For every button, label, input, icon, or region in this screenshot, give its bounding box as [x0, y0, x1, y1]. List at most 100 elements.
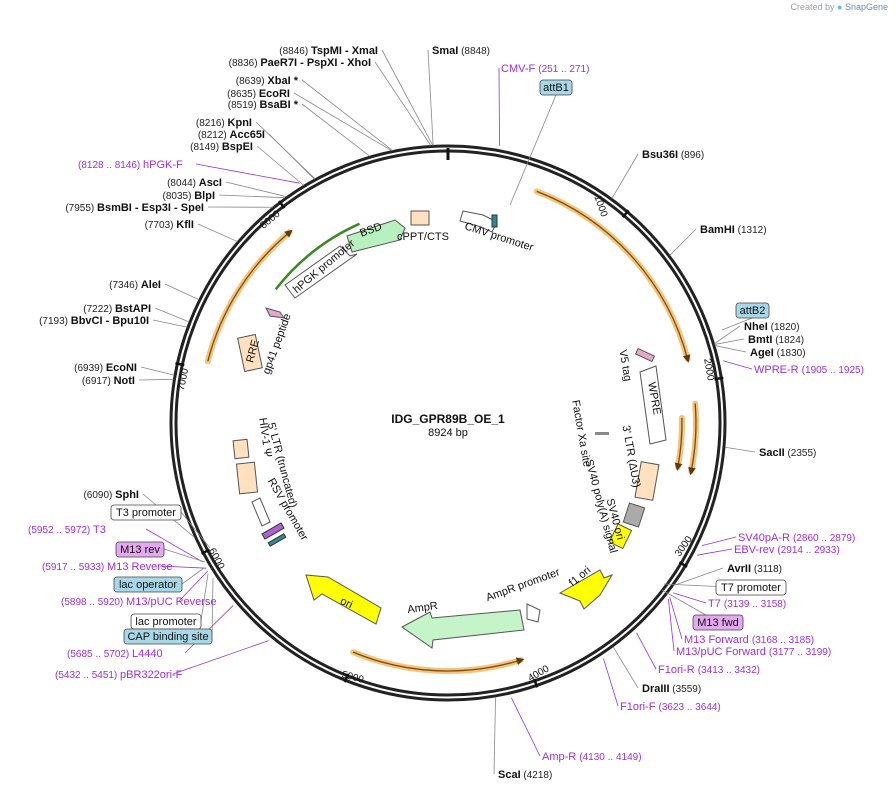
enzyme-label: (8149) BspEI	[190, 141, 253, 153]
enzyme-site[interactable]: BmtI (1824)	[748, 334, 804, 346]
factor-xa-site-feature	[595, 432, 609, 435]
boxed-label[interactable]: M13 fwd	[692, 614, 744, 631]
enzyme-position: (8639)	[236, 76, 268, 87]
enzyme-site[interactable]: (7193) BbvCI - Bpu10I	[39, 315, 149, 327]
enzyme-name: BsmBI	[97, 202, 132, 214]
primer[interactable]: SV40pA-R (2860 .. 2879)	[738, 532, 855, 544]
enzyme-site[interactable]: (6090) SphI	[83, 489, 139, 501]
boxed-label-text: lac operator	[119, 579, 177, 591]
enzyme-site[interactable]: DraIII (3559)	[642, 683, 701, 695]
primer[interactable]: F1ori-R (3413 .. 3432)	[658, 664, 760, 676]
primer-leader	[178, 570, 209, 602]
enzyme-site[interactable]: (8035) BlpI	[163, 190, 215, 202]
primer-leader	[603, 658, 619, 707]
boxed-label-text: attB2	[740, 305, 766, 317]
boxed-label[interactable]: M13 rev	[115, 541, 165, 558]
primer[interactable]: (5917 .. 5933) M13 Reverse	[42, 561, 172, 573]
primer[interactable]: T7 (3139 .. 3158)	[708, 598, 786, 610]
enzyme-site[interactable]: AgeI (1830)	[750, 347, 806, 359]
enzyme-position: (8044)	[167, 178, 199, 189]
enzyme-label: (6939) EcoNI	[74, 362, 137, 374]
enzyme-site[interactable]: NheI (1820)	[744, 321, 800, 333]
enzyme-site[interactable]: (7222) BstAPI	[83, 303, 151, 315]
enzyme-site[interactable]: (7955) BsmBI - Esp3I - SpeI	[65, 202, 204, 214]
snapgene-credit: Created by ● SnapGene	[790, 2, 888, 12]
primer[interactable]: (5432 .. 5451) pBR322ori-F	[55, 669, 183, 681]
primer[interactable]: CMV-F (251 .. 271)	[501, 63, 589, 75]
box-leader	[721, 317, 753, 331]
enzyme-label: Bsu36I (896)	[642, 149, 704, 161]
boxed-label[interactable]: CAP binding site	[123, 628, 213, 645]
enzyme-site[interactable]: (7703) KflI	[145, 219, 194, 231]
enzyme-position: (7193)	[39, 316, 71, 327]
attb1-site	[491, 214, 498, 228]
enzyme-name: - XmaI	[342, 45, 378, 57]
enzyme-site[interactable]: (6917) NotI	[82, 375, 135, 387]
enzyme-name: PaeR7I	[260, 57, 297, 69]
enzyme-position: (6090)	[83, 490, 115, 501]
boxed-label[interactable]: lac operator	[113, 576, 183, 593]
tick-mark	[278, 200, 286, 209]
enzyme-position: (8216)	[196, 118, 228, 129]
enzyme-site[interactable]: (8216) KpnI	[196, 117, 252, 129]
sv40-ori-feature	[608, 523, 633, 550]
primer-name: M13/pUC Reverse	[126, 596, 216, 608]
primer[interactable]: M13/pUC Forward (3177 .. 3199)	[676, 646, 831, 658]
enzyme-site[interactable]: ScaI (4218)	[498, 769, 552, 781]
enzyme-label: SacII (2355)	[759, 447, 816, 459]
boxed-label[interactable]: attB1	[539, 79, 573, 96]
enzyme-name: SphI	[115, 489, 139, 501]
primer-range: (5917 .. 5933)	[42, 562, 107, 573]
primer[interactable]: F1ori-F (3623 .. 3644)	[620, 701, 721, 713]
primer-name: Amp-R	[542, 751, 579, 763]
primer[interactable]: M13 Forward (3168 .. 3185)	[684, 634, 814, 646]
tick-label: 2000	[701, 358, 716, 382]
enzyme-site[interactable]: (7346) AleI	[109, 279, 161, 291]
feature-label: cPPT/CTS	[397, 231, 449, 243]
primer[interactable]: WPRE-R (1905 .. 1925)	[754, 364, 864, 376]
enzyme-name: AleI	[141, 279, 161, 291]
enzyme-site[interactable]: (8149) BspEI	[190, 141, 253, 153]
enzyme-site[interactable]: (8635) EcoRI	[227, 88, 290, 100]
enzyme-site[interactable]: (8212) Acc65I	[198, 129, 265, 141]
enzyme-site[interactable]: (8519) BsaBI *	[228, 99, 299, 111]
enzyme-site[interactable]: SacII (2355)	[759, 447, 816, 459]
feature-layer	[232, 210, 667, 649]
boxed-label[interactable]: T3 promoter	[110, 504, 182, 521]
primer-leader	[667, 598, 675, 652]
boxed-label[interactable]: lac promoter	[130, 613, 202, 630]
enzyme-site[interactable]: (6939) EcoNI	[74, 362, 137, 374]
enzyme-site[interactable]: (8846) TspMI - XmaI	[279, 45, 378, 57]
primer[interactable]: EBV-rev (2914 .. 2933)	[734, 544, 840, 556]
enzyme-label: NheI (1820)	[744, 321, 800, 333]
orf-arrow	[352, 651, 525, 672]
primer[interactable]: Amp-R (4130 .. 4149)	[542, 751, 642, 763]
enzyme-site[interactable]: (8044) AscI	[167, 177, 222, 189]
enzyme-site[interactable]: SmaI (8848)	[432, 45, 490, 57]
primer[interactable]: (8128 .. 8146) hPGK-F	[78, 159, 183, 171]
enzyme-site[interactable]: AvrII (3118)	[727, 563, 782, 575]
enzyme-site[interactable]: Bsu36I (896)	[642, 149, 704, 161]
feature-label: WPRE	[645, 381, 663, 416]
primer-name: L4440	[132, 648, 163, 660]
boxed-label[interactable]: T7 promoter	[715, 579, 787, 596]
boxed-label-text: CAP binding site	[127, 631, 208, 643]
enzyme-leader	[154, 307, 190, 323]
orf-highlight	[533, 188, 691, 362]
enzyme-position: (896)	[678, 150, 704, 161]
enzyme-site[interactable]: (8836) PaeR7I - PspXI - XhoI	[229, 57, 371, 69]
v5-tag-feature	[634, 347, 656, 363]
enzyme-name: KpnI	[228, 117, 252, 129]
enzyme-site[interactable]: (8639) XbaI *	[236, 75, 299, 87]
primer-leader	[159, 565, 207, 569]
primer-label: (8128 .. 8146) hPGK-F	[78, 159, 183, 171]
enzyme-leader	[152, 319, 188, 328]
enzyme-site[interactable]: BamHI (1312)	[700, 224, 767, 236]
primer[interactable]: (5952 .. 5972) T3	[28, 524, 106, 536]
primer[interactable]: (5898 .. 5920) M13/pUC Reverse	[61, 596, 217, 608]
boxed-label[interactable]: attB2	[735, 302, 770, 319]
enzyme-name: BstAPI	[115, 303, 151, 315]
primer-leader	[511, 697, 541, 757]
primer[interactable]: (5685 .. 5702) L4440	[67, 648, 163, 660]
feature-label: HIV-1 Ψ	[256, 417, 273, 458]
